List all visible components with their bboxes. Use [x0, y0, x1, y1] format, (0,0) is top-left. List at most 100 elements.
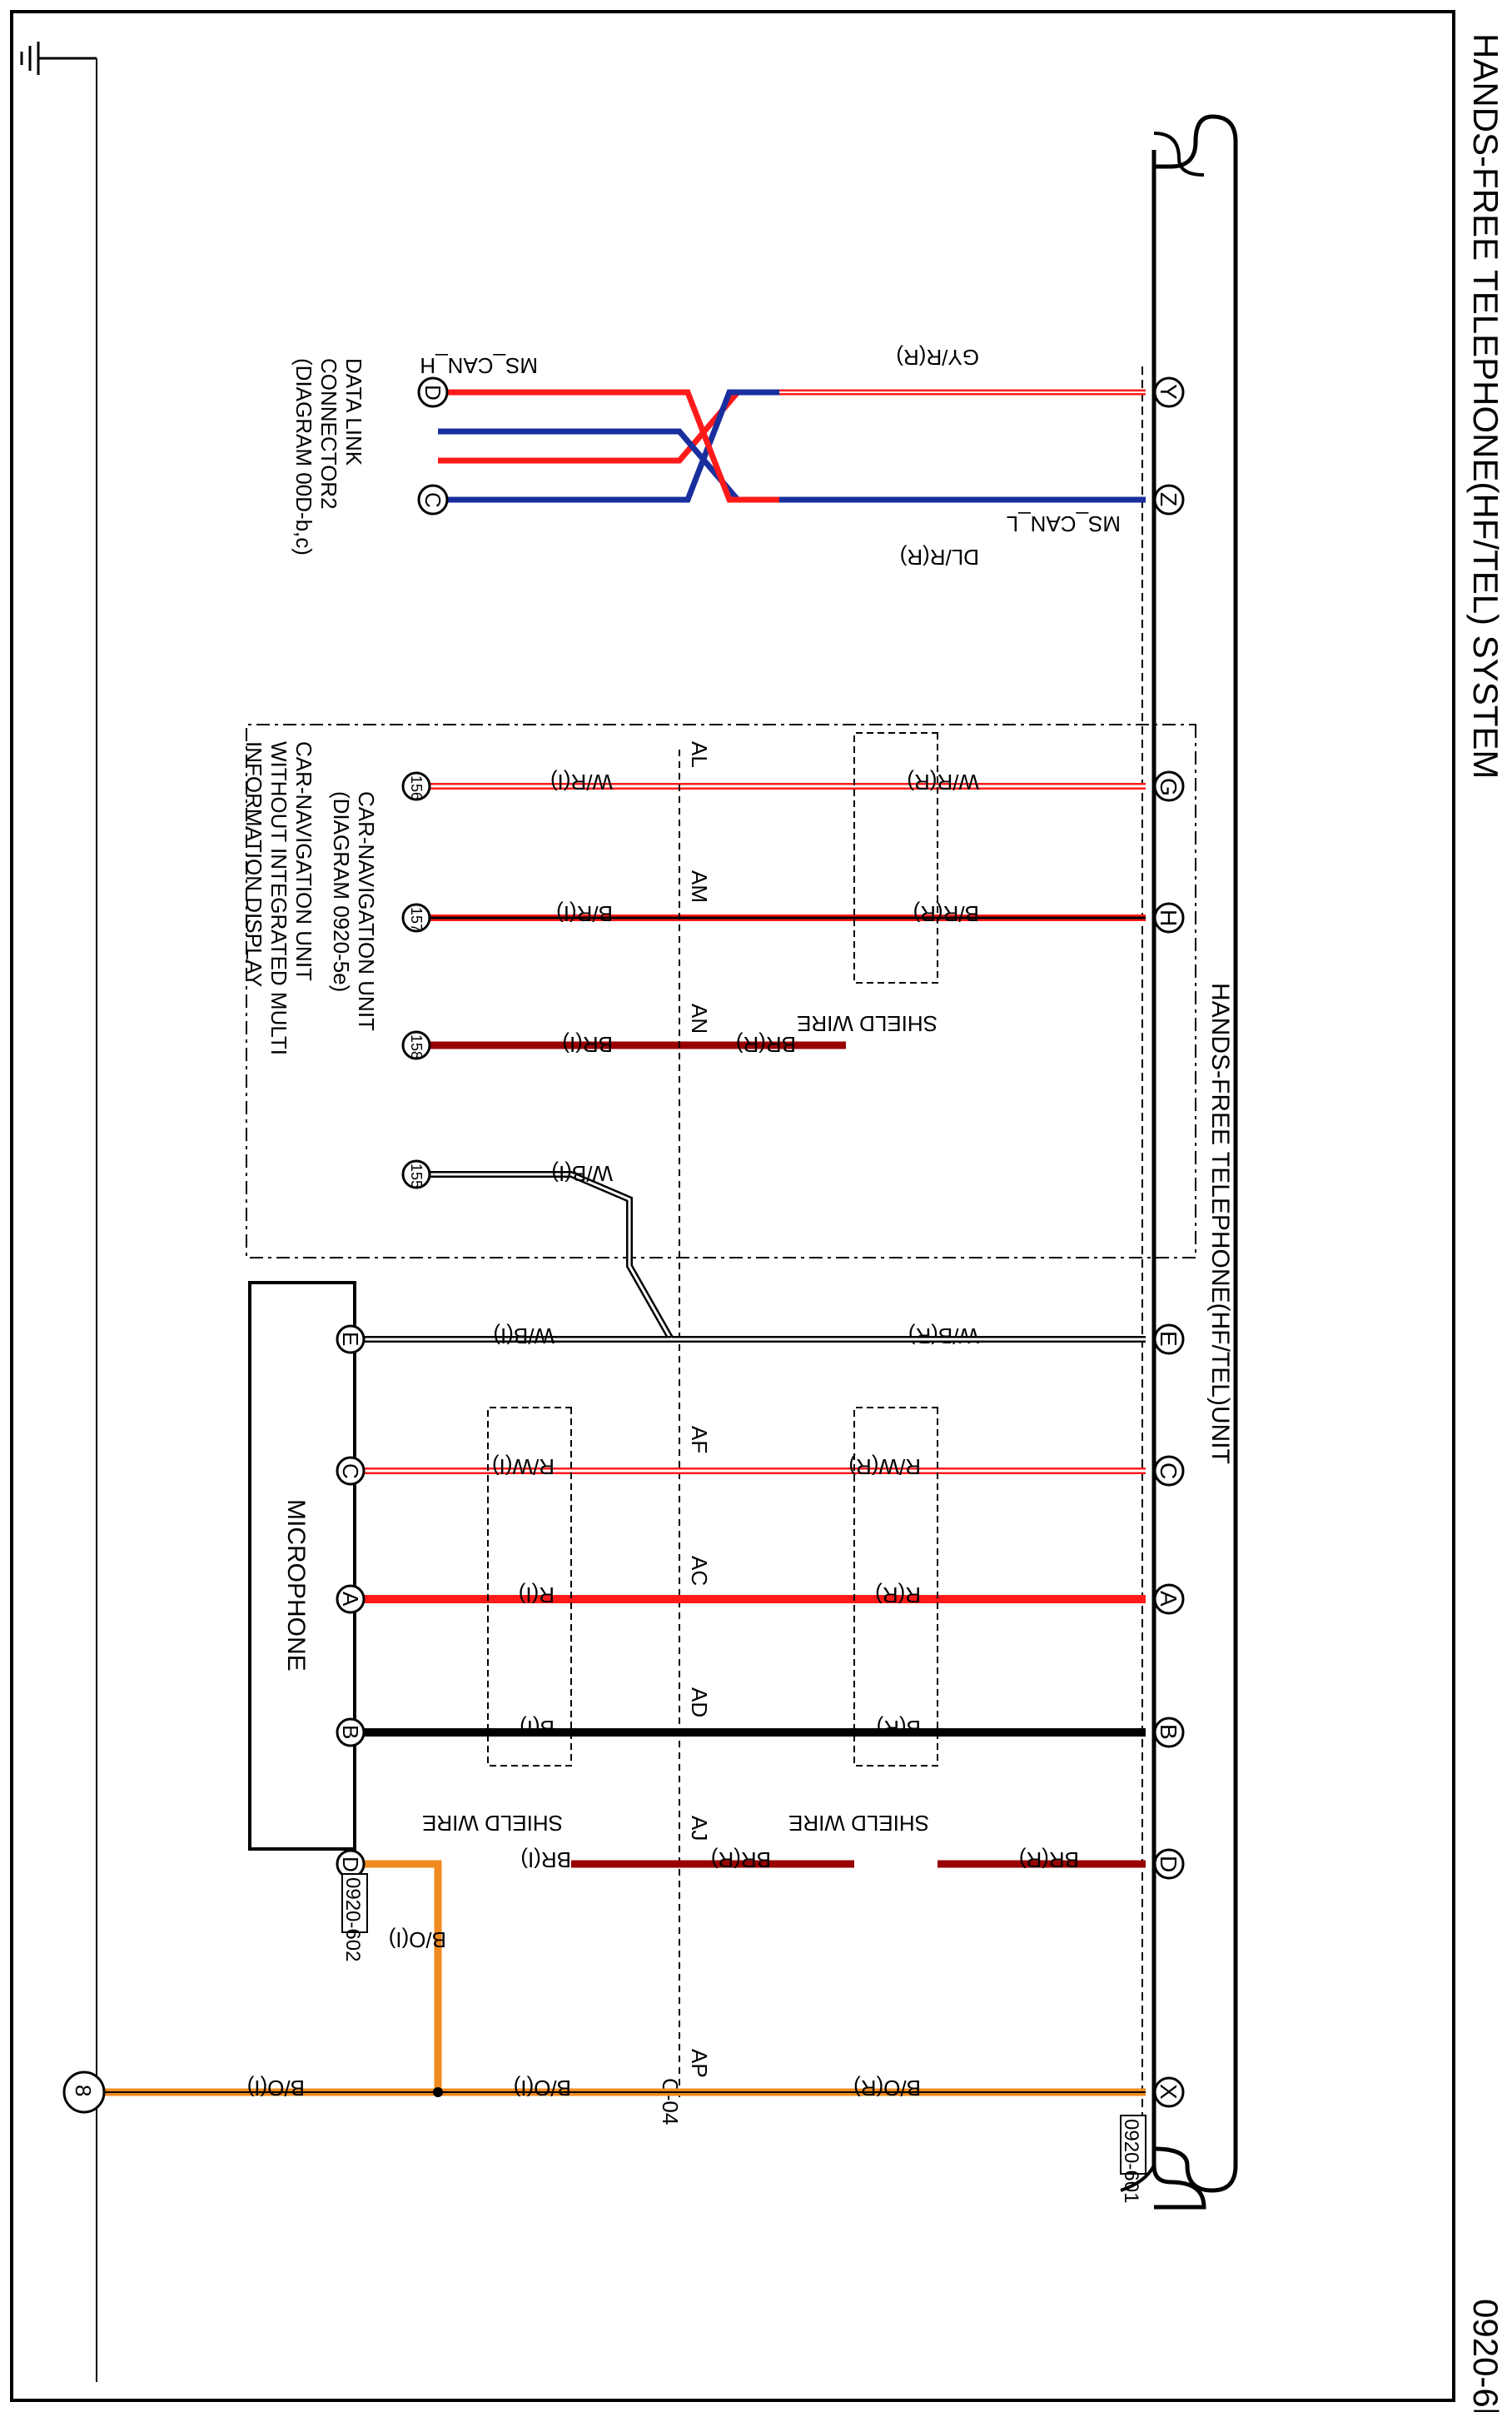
- microphone-connector-id: 0920-602: [341, 1877, 364, 1961]
- svg-text:D: D: [1156, 1856, 1181, 1872]
- wire-label-br: B(R): [877, 1716, 921, 1741]
- svg-text:156: 156: [408, 775, 425, 800]
- wire-label-bi: B(I): [520, 1716, 555, 1741]
- wire-label-brr-shield: BR(R): [736, 1032, 796, 1057]
- hf-unit-connector-id: 0920-601: [1120, 2119, 1142, 2203]
- diagram-title: HANDS-FREE TELEPHONE(HF/TEL) SYSTEM: [1466, 33, 1505, 779]
- svg-text:B: B: [338, 1725, 363, 1739]
- svg-text:E: E: [1156, 1331, 1181, 1347]
- svg-text:158: 158: [408, 1034, 425, 1059]
- pin-Z: Z: [1153, 484, 1185, 516]
- svg-text:AM: AM: [687, 870, 712, 903]
- hf-unit-bus-bar: [1151, 150, 1206, 2210]
- wire-label-wbi-nav: W/B(I): [551, 1161, 613, 1186]
- hf-unit-label: HANDS-FREE TELEPHONE(HF/TEL)UNIT: [1206, 983, 1234, 1464]
- svg-text:C: C: [338, 1463, 363, 1479]
- svg-text:AJ: AJ: [687, 1816, 712, 1841]
- ground-point: [62, 2071, 106, 2114]
- hf-unit-nav-dashed-box: [246, 724, 1196, 1258]
- pin-D: D: [1153, 1848, 1185, 1880]
- svg-text:(DIAGRAM 0920-5e): (DIAGRAM 0920-5e): [329, 791, 354, 992]
- svg-text:DATA LINK: DATA LINK: [341, 358, 366, 466]
- hf-unit-body-right-edge: [1153, 2146, 1238, 2193]
- dlc-pins: D C: [417, 376, 449, 516]
- ground-icon: [20, 42, 97, 75]
- wire-label-rr: R(R): [875, 1582, 921, 1607]
- pin-H: H: [1153, 902, 1185, 934]
- shield-wire-label-1: SHIELD WIRE: [797, 1011, 938, 1036]
- svg-text:AD: AD: [687, 1687, 712, 1717]
- wire-label-rwr: R/W(R): [848, 1454, 921, 1479]
- wire-label-wri: W/R(I): [550, 770, 613, 795]
- pin-G: G: [1153, 770, 1185, 802]
- microphone-label: MICROPHONE: [282, 1499, 310, 1672]
- svg-text:AL: AL: [687, 741, 712, 768]
- wire-label-brr-d2: BR(R): [711, 1847, 771, 1872]
- pin-X: X: [1153, 2076, 1185, 2108]
- wire-label-rwi: R/W(I): [492, 1454, 555, 1479]
- pin-C: C: [1153, 1455, 1185, 1487]
- car-nav-label: CAR-NAVIGATION UNIT (DIAGRAM 0920-5e) CA…: [241, 741, 379, 1055]
- svg-text:AP: AP: [687, 2049, 712, 2078]
- wire-label-gyr: GY/R(R): [896, 345, 979, 370]
- pin-E: E: [1153, 1323, 1185, 1355]
- nav-pins: 156 157 158 155: [401, 771, 431, 1189]
- svg-text:A: A: [338, 1592, 363, 1607]
- wire-label-wrr: W/R(R): [907, 770, 979, 795]
- wire-label-boi-3: B/O(I): [247, 2076, 305, 2101]
- svg-text:G: G: [1156, 778, 1181, 796]
- page-id: 0920-6b: [1466, 2299, 1505, 2412]
- dlc-label: DATA LINK CONNECTOR2 (DIAGRAM 00D-b,c): [291, 358, 366, 556]
- shield-wire-label-2: SHIELD WIRE: [788, 1811, 929, 1836]
- wire-label-boi-1: B/O(I): [514, 2076, 571, 2101]
- hf-unit-pins: Y Z G H E C A B D X: [1153, 376, 1185, 2108]
- wire-label-ri: R(I): [519, 1582, 555, 1607]
- svg-text:E: E: [338, 1332, 363, 1346]
- wire-label-wbr: W/B(R): [908, 1323, 979, 1348]
- svg-text:CAR-NAVIGATION UNIT: CAR-NAVIGATION UNIT: [291, 741, 316, 981]
- svg-text:AN: AN: [687, 1004, 712, 1034]
- svg-text:AF: AF: [687, 1426, 712, 1453]
- wire-label-bri-d: BR(I): [520, 1847, 571, 1872]
- svg-text:X: X: [1156, 2084, 1181, 2100]
- wire-label-bor: B/O(R): [853, 2076, 921, 2101]
- svg-text:H: H: [1156, 909, 1181, 926]
- pin-B: B: [1153, 1717, 1185, 1748]
- pin-A: A: [1153, 1583, 1185, 1615]
- wire-label-bri-2: BR(I): [562, 1032, 613, 1057]
- pin-Y: Y: [1153, 376, 1185, 408]
- svg-text:A: A: [1156, 1591, 1181, 1607]
- svg-text:CAR-NAVIGATION UNIT: CAR-NAVIGATION UNIT: [354, 791, 379, 1031]
- wire-label-brr-d1: BR(R): [1019, 1847, 1079, 1872]
- svg-text:INFORMATION DISPLAY: INFORMATION DISPLAY: [241, 741, 266, 987]
- mic-pins: E C A B D: [336, 1324, 366, 1879]
- svg-text:D: D: [338, 1856, 363, 1872]
- c04-pins: AL AM AN AF AC AD AJ AP: [687, 741, 712, 2078]
- svg-text:Z: Z: [1156, 492, 1181, 506]
- svg-text:C: C: [420, 492, 445, 508]
- ms-can-l-label: MS_CAN_L: [1007, 511, 1121, 536]
- svg-text:CONNECTOR2: CONNECTOR2: [316, 358, 341, 510]
- svg-text:157: 157: [408, 907, 425, 932]
- microphone-box: [248, 1281, 356, 1851]
- wire-label-dlr: DL/R(R): [900, 545, 979, 570]
- c04-label: C-04: [658, 2078, 683, 2125]
- wire-label-brr: B/R(R): [913, 901, 979, 926]
- svg-text:D: D: [420, 385, 445, 401]
- can-wires: [438, 389, 1146, 503]
- wire-label-boi-2: B/O(I): [389, 1927, 446, 1952]
- wire-label-wbi-mic: W/B(I): [493, 1323, 555, 1348]
- svg-text:B: B: [1156, 1724, 1181, 1740]
- svg-text:Y: Y: [1156, 384, 1181, 400]
- ground-number: 8: [71, 2085, 96, 2096]
- wire-label-bri: B/R(I): [556, 901, 613, 926]
- shield-wire-label-3: SHIELD WIRE: [422, 1811, 563, 1836]
- frame: [10, 10, 1455, 2402]
- ms-can-h-label: MS_CAN_H: [420, 353, 538, 378]
- svg-text:155: 155: [408, 1164, 425, 1189]
- svg-text:WITHOUT INTEGRATED MULTI: WITHOUT INTEGRATED MULTI: [266, 741, 291, 1055]
- svg-text:AC: AC: [687, 1556, 712, 1586]
- svg-text:C: C: [1156, 1463, 1181, 1479]
